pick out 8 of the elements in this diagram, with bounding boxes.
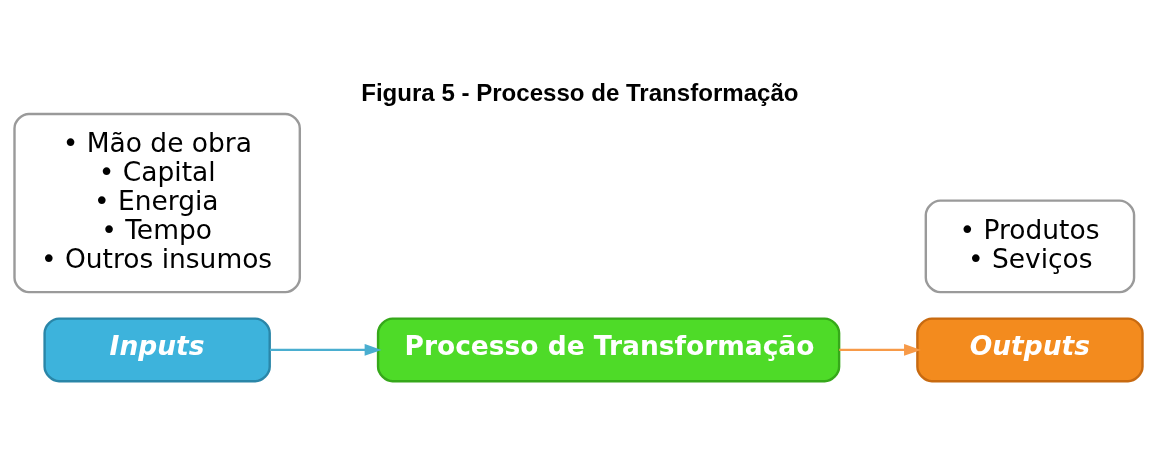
node-box: Processo de Transformação: [376, 317, 841, 383]
arrow: [269, 343, 382, 356]
node-box: • Mão de obra • Capital • Energia • Tempo • Outros insumos: [13, 112, 301, 294]
diagram-title: Figura 5 - Processo de Transformação: [361, 78, 799, 106]
arrow: [839, 343, 921, 356]
node-box: Inputs: [43, 317, 271, 383]
node-box: Outputs: [916, 317, 1144, 383]
node-box: • Produtos • Seviços: [924, 199, 1136, 294]
